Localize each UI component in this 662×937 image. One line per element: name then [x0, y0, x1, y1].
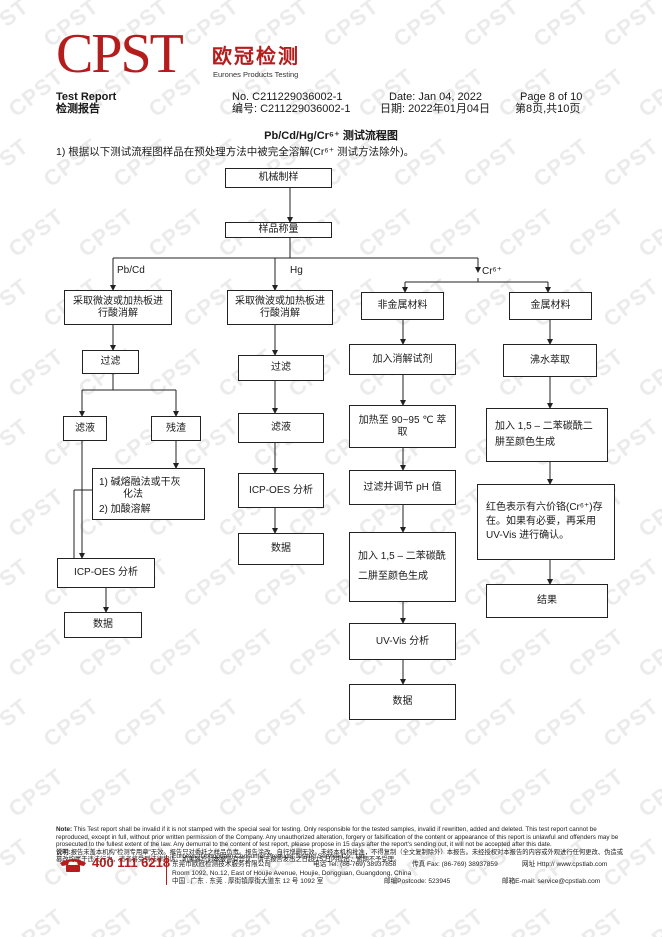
residue-step-1-cont: 化法 — [123, 489, 143, 500]
page-number-cn: 第8页,共10页 — [515, 103, 581, 115]
logo-english-name: Eurones Products Testing — [213, 70, 299, 79]
hotline-number: 400 111 6218 — [92, 855, 171, 870]
branch-label-hg: Hg — [290, 265, 303, 276]
pbcd-residue-treatment: 1) 碱熔融法或干灰 化法 2) 加酸溶解 — [92, 468, 205, 520]
pbcd-icp-oes-analysis: ICP-OES 分析 — [57, 558, 155, 588]
residue-step-2: 2) 加酸溶解 — [99, 504, 151, 515]
note-en-text: This Test report shall be invalid if it … — [56, 826, 619, 849]
branch-label-pbcd: Pb/Cd — [117, 265, 145, 276]
company-tel: 电话 Tel: (86-769) 38937858 — [313, 861, 397, 868]
cr-nonmetal-material: 非金属材料 — [361, 292, 444, 320]
hg-filtrate: 滤液 — [238, 413, 324, 443]
company-fax: 传真 Fax: (86-769) 38937859 — [412, 861, 498, 868]
company-address-en: Room 1092, No.12, East of Houjie Avenue,… — [172, 870, 412, 877]
cr-add-diphenylcarbazide: 加入 1,5 – 二苯碳酰二肼至颜色生成 — [349, 532, 456, 602]
hg-filtration: 过滤 — [238, 355, 324, 381]
cr-metal-result: 结果 — [486, 584, 608, 618]
cr-filter-adjust-ph: 过滤并调节 pH 值 — [349, 470, 456, 505]
report-date-cn: 日期: 2022年01月04日 — [380, 103, 491, 115]
telephone-icon — [58, 857, 88, 873]
step-mechanical-sampling: 机械制样 — [225, 168, 332, 188]
pbcd-residue: 残渣 — [151, 416, 201, 441]
flowchart-title: Pb/Cd/Hg/Cr⁶⁺ 测试流程图 — [264, 130, 398, 142]
cr-metal-material: 金属材料 — [509, 292, 592, 320]
hg-data: 数据 — [238, 533, 324, 565]
cr-boiling-water-extraction: 沸水萃取 — [503, 344, 597, 377]
residue-step-1: 1) 碱熔融法或干灰 — [99, 477, 181, 488]
cr-nonmetal-data: 数据 — [349, 684, 456, 720]
pbcd-filtrate: 滤液 — [63, 416, 107, 441]
company-name-cn: 东莞市欧冠检测技术服务有限公司 — [172, 861, 271, 868]
hg-icp-oes-analysis: ICP-OES 分析 — [238, 473, 324, 508]
report-title-cn: 检测报告 — [56, 103, 100, 115]
cr-heat-extraction: 加热至 90~95 ℃ 萃取 — [349, 405, 456, 448]
company-address-cn: 中国 . 广东 . 东莞 . 厚街镇厚街大道东 12 号 1092 室 — [172, 878, 324, 885]
company-logo: CPST — [56, 23, 184, 85]
step-sample-weighing: 样品称量 — [225, 222, 332, 238]
report-number-cn: 编号: C211229036002-1 — [232, 103, 351, 115]
report-number-en: No. C211229036002-1 — [232, 91, 343, 103]
company-email: 邮箱E-mail: service@cpstlab.com — [502, 878, 601, 885]
hg-acid-digestion: 采取微波或加热板进行酸消解 — [227, 290, 333, 325]
company-website: 网址 Http:// www.cpstlab.com — [522, 861, 608, 868]
note-cn-label: 说明: — [56, 848, 71, 856]
legal-notes: Note: This Test report shall be invalid … — [56, 826, 626, 864]
footer-divider — [166, 855, 167, 885]
report-date-en: Date: Jan 04, 2022 — [389, 91, 482, 103]
pbcd-data: 数据 — [64, 612, 142, 638]
report-title-en: Test Report — [56, 91, 117, 103]
pbcd-acid-digestion: 采取微波或加热板进行酸消解 — [64, 290, 172, 325]
cr-metal-add-diphenylcarbazide: 加入 1,5 – 二苯碳酰二肼至颜色生成 — [486, 408, 608, 462]
pbcd-filtration: 过滤 — [82, 350, 139, 374]
branch-label-cr: Cr⁶⁺ — [482, 266, 502, 277]
note-cn-text: 报告未盖本机构"检测专用章"无效。报告只对委托之样品负责。报告涂改、自行增删无效… — [56, 848, 624, 864]
company-name-en: Eurones (Dongguan) Consumer Products Tes… — [172, 853, 365, 860]
note-en-label: Note: — [56, 826, 73, 833]
logo-chinese-name: 欧冠检测 — [212, 46, 300, 68]
cr-red-color-indication: 红色表示有六价铬(Cr⁶⁺)存在。如果有必要，再采用 UV-Vis 进行确认。 — [477, 484, 615, 560]
cr-add-digestion-reagent: 加入消解试剂 — [349, 344, 456, 375]
page-number-en: Page 8 of 10 — [520, 91, 583, 103]
cr-uv-vis-analysis: UV-Vis 分析 — [349, 623, 456, 660]
company-postcode: 邮编Postcode: 523945 — [384, 878, 451, 885]
intro-text: 1) 根据以下测试流程图样品在预处理方法中被完全溶解(Cr⁶⁺ 测试方法除外)。 — [56, 146, 415, 158]
